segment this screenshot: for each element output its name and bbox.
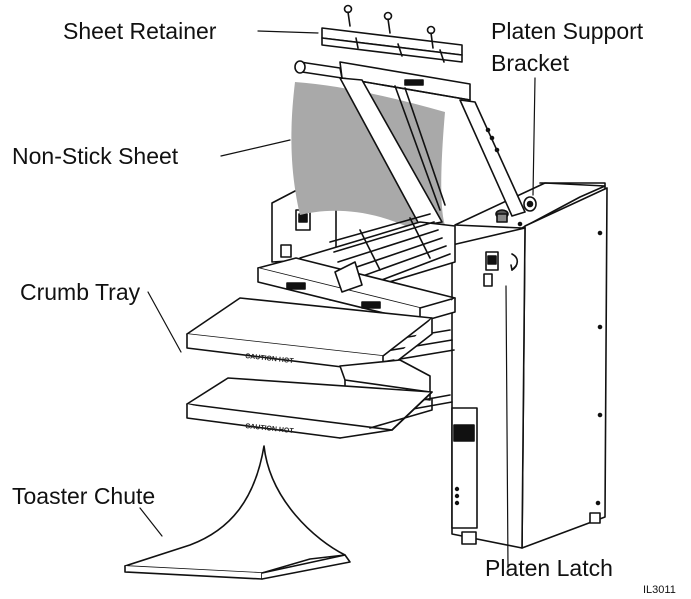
callout-crumb-tray: Crumb Tray — [20, 279, 141, 305]
callout-toaster-chute: Toaster Chute — [12, 483, 156, 509]
callout-platen-latch: Platen Latch — [485, 555, 613, 581]
callout-platen-support-bracket-line2: Bracket — [491, 50, 569, 76]
crumb-tray — [186, 297, 433, 401]
platen-support-bracket — [495, 196, 537, 223]
lower-tray — [186, 377, 433, 439]
callout-non-stick-sheet: Non-Stick Sheet — [12, 143, 179, 169]
retainer-screws — [343, 4, 436, 49]
platen — [294, 60, 526, 227]
callout-platen-support-bracket: Platen Support — [491, 18, 644, 44]
lower-tray-marking: CAUTION HOT — [245, 423, 295, 435]
toaster-chute — [124, 445, 351, 580]
callout-sheet-retainer: Sheet Retainer — [63, 18, 217, 44]
sheet-retainer — [321, 4, 463, 63]
platen-holder — [257, 257, 456, 323]
leader-lines — [139, 30, 536, 569]
figure-id: IL3011 — [643, 584, 676, 596]
